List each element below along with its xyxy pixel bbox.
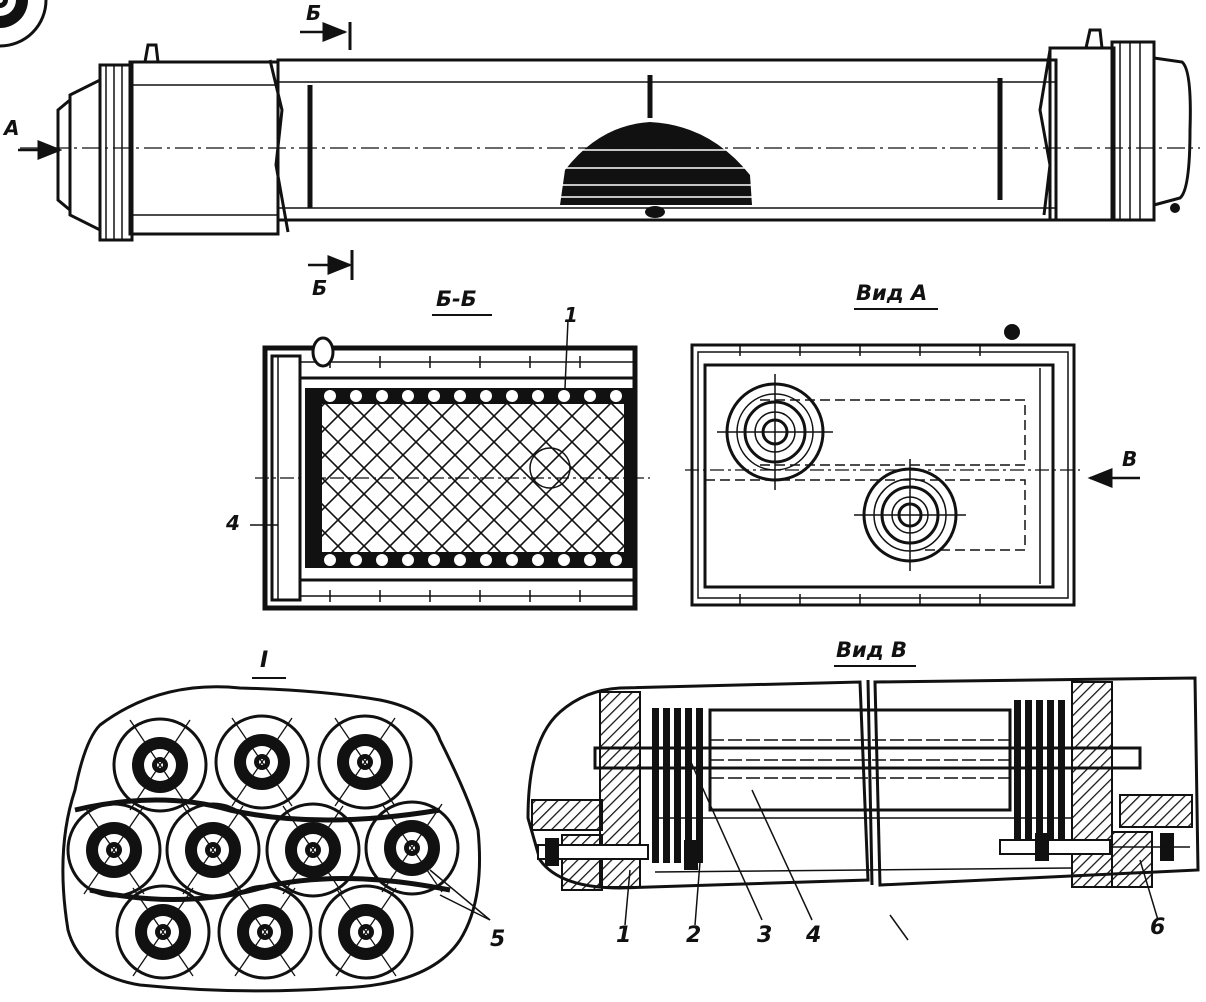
view-b-callout-4: 4 (805, 923, 821, 948)
view-b-callout-2: 2 (686, 923, 701, 948)
detail-title: I (260, 648, 268, 673)
section-callout-4: 4 (225, 511, 240, 535)
detail-i-tube-cluster (0, 0, 491, 993)
section-mark-bottom-label: Б (312, 276, 327, 300)
view-b-side-section (526, 676, 1200, 941)
section-view-title: Б-Б (436, 287, 477, 311)
view-a-arrow-label: A (2, 116, 19, 140)
view-a-end-view (685, 324, 1140, 607)
view-b-callout-6: 6 (1150, 915, 1165, 940)
section-callout-1: 1 (564, 303, 578, 327)
assembly-main-view (18, 22, 1200, 280)
section-mark-top-label: Б (306, 1, 321, 25)
view-b-callout-3: 3 (757, 923, 772, 948)
view-a-title: Вид А (856, 281, 927, 305)
section-b-b-view (250, 319, 650, 611)
view-b-title: Вид В (836, 638, 907, 662)
view-b-callout-1: 1 (616, 923, 631, 948)
view-b-arrow-label: В (1122, 447, 1137, 471)
detail-callout-5: 5 (490, 927, 505, 952)
